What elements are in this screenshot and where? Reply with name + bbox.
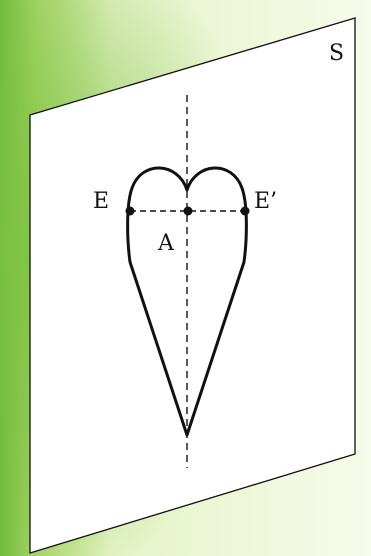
point-e: [125, 206, 135, 216]
point-e-prime: [240, 206, 250, 216]
plane-s: [29, 17, 356, 554]
point-a: [183, 206, 193, 216]
label-point-e-prime: E’: [254, 189, 278, 214]
label-point-a: A: [158, 231, 174, 256]
heart-outline: [126, 166, 248, 437]
label-point-e: E: [93, 189, 110, 214]
label-plane-s: S: [329, 41, 345, 66]
